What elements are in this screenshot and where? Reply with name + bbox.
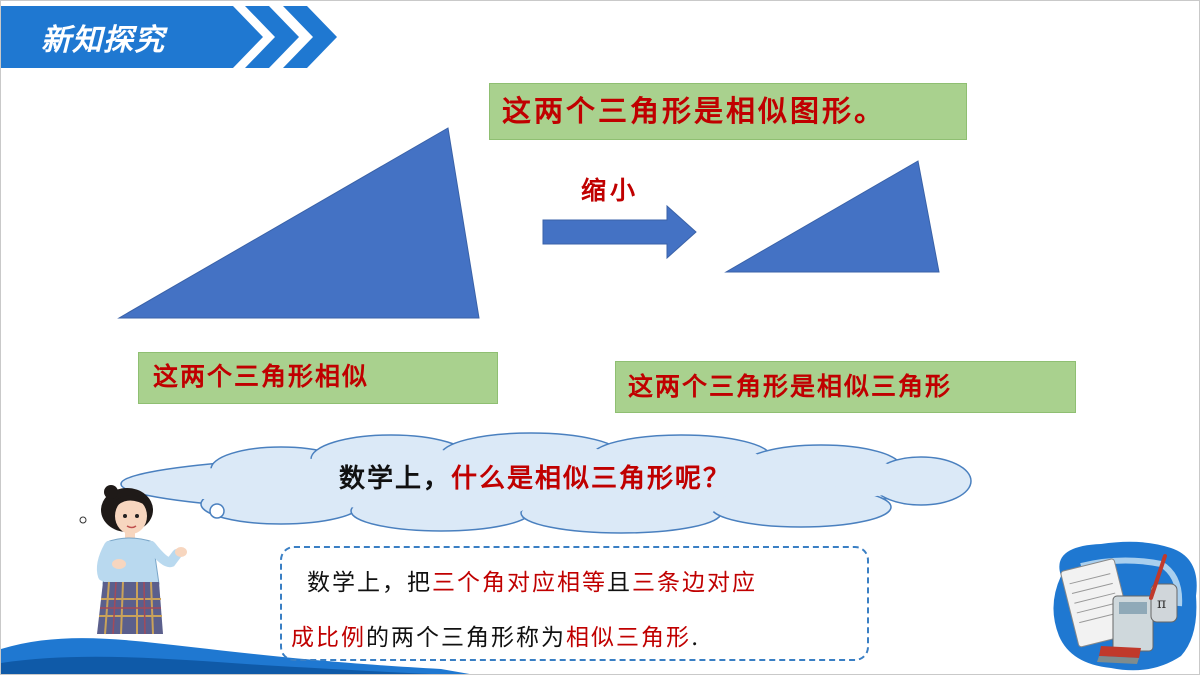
girl-illustration [96,485,187,635]
svg-text:π: π [1157,596,1166,612]
small-triangle [724,160,940,273]
definition-text: 数学上，把 [307,570,432,596]
math-tools-decoration: π [1053,541,1197,671]
similar-figures-statement: 这两个三角形是相似图形。 [489,83,967,140]
definition-text: 且 [607,570,632,596]
shrink-arrow-icon [542,204,697,260]
similar-triangles-statement-box: 这两个三角形是相似三角形 [615,361,1076,413]
similar-statement-box: 这两个三角形相似 [138,352,498,404]
definition-highlight: 成比例 [291,625,366,651]
definition-text: . [691,625,701,651]
page-title: 新知探究 [41,23,165,58]
definition-text: 的两个三角形称为 [366,625,566,651]
large-triangle [117,127,480,319]
question-text: 数学上，什么是相似三角形呢？ [339,458,731,495]
question-highlight: 什么是相似三角形呢？ [451,464,732,494]
question-prefix: 数学上， [339,464,452,494]
thought-bubble-dots [79,503,225,524]
definition-highlight: 相似三角形 [566,625,691,651]
header-banner [1,6,337,68]
definition-highlight: 三个角对应相等 [432,570,607,596]
definition-line-1: 数学上，把三个角对应相等且三条边对应 [307,563,757,597]
thought-cloud [120,432,972,534]
definition-line-2: 成比例的两个三角形称为相似三角形. [291,618,700,652]
definition-box [280,546,869,661]
bottom-wave-decoration [1,638,470,674]
definition-highlight: 三条边对应 [632,570,757,596]
shrink-label: 缩小 [581,176,640,205]
